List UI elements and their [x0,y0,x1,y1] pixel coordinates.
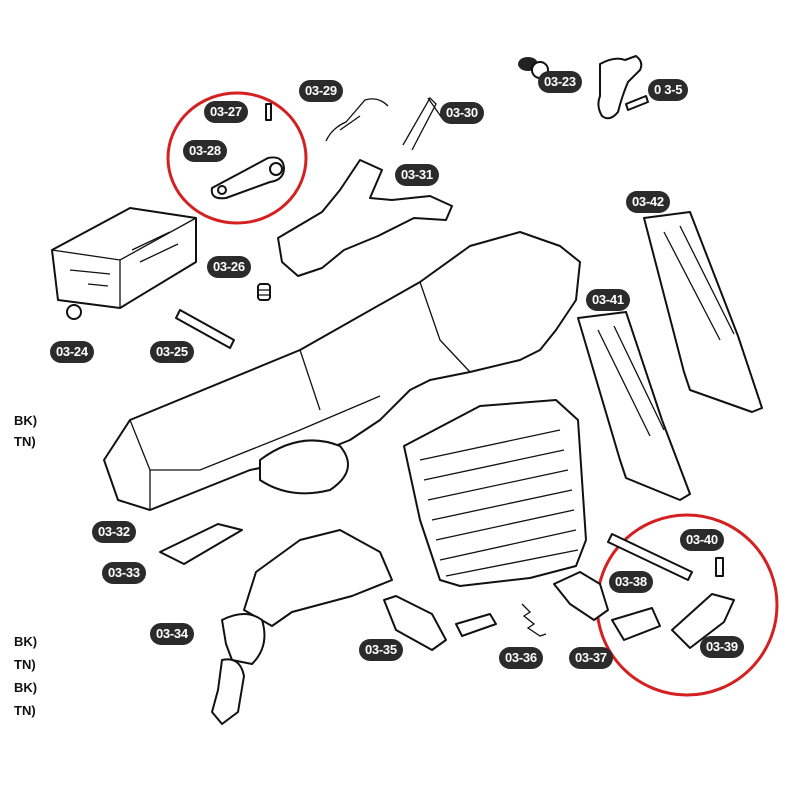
side-label: TN) [14,657,36,672]
side-label: BK) [14,413,38,428]
part-label-03-25: 03-25 [150,341,194,363]
pin-icon [175,309,235,349]
part-label-03-23: 03-23 [538,71,582,93]
hammer-icon [597,55,643,120]
part-label-0-3-5: 0 3-5 [648,79,689,101]
part-label-03-29: 03-29 [299,80,343,102]
plate-icon [159,523,243,565]
part-label-03-35: 03-35 [359,639,403,661]
rail-block-icon [51,207,197,320]
part-label-03-41: 03-41 [586,289,630,311]
part-label-03-26: 03-26 [207,256,251,278]
part-label-03-40: 03-40 [680,529,724,551]
side-label: BK) [14,634,38,649]
small-screw-icon [257,283,271,301]
plunger-icon [383,595,497,651]
part-label-03-31: 03-31 [395,164,439,186]
part-label-03-30: 03-30 [440,102,484,124]
pin-icon [265,103,272,121]
side-label: TN) [14,434,36,449]
trigger-bar-icon [277,159,453,277]
part-label-03-32: 03-32 [92,521,136,543]
trigger-icon [211,529,393,725]
part-label-03-39: 03-39 [700,636,744,658]
catch-icon [553,571,661,641]
screw-icon [625,95,649,111]
highlight-circle-upper [166,91,308,225]
side-label: TN) [14,703,36,718]
frame-icon [103,231,587,587]
part-label-03-27: 03-27 [204,101,248,123]
part-label-03-34: 03-34 [150,623,194,645]
spring-icon [715,557,724,577]
part-label-03-24: 03-24 [50,341,94,363]
spring-clip-icon [325,98,389,142]
part-label-03-42: 03-42 [626,191,670,213]
slide-stop-icon [671,593,735,649]
lever-icon [210,156,285,200]
part-label-03-37: 03-37 [569,647,613,669]
magazine-icon [643,211,763,413]
part-label-03-38: 03-38 [609,571,653,593]
part-label-03-28: 03-28 [183,140,227,162]
small-spring-icon [521,603,547,637]
side-label: BK) [14,680,38,695]
pin-icon [607,533,693,581]
part-label-03-36: 03-36 [499,647,543,669]
part-label-03-33: 03-33 [102,562,146,584]
wire-spring-icon [402,96,443,151]
magazine-icon [577,311,691,501]
